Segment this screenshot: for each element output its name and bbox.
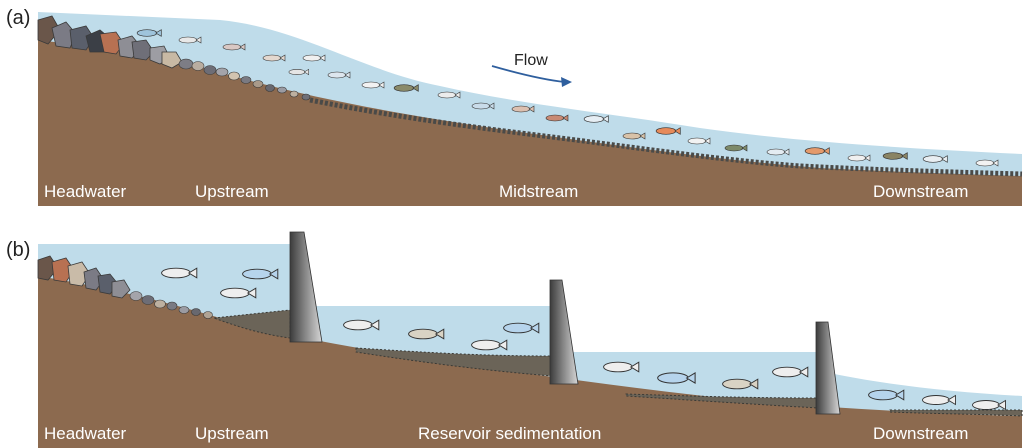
- zone-label-downstream: Downstream: [873, 424, 968, 443]
- fish: [136, 29, 162, 37]
- fish: [288, 68, 309, 76]
- zone-label-midstream: Midstream: [499, 182, 578, 201]
- fish: [655, 127, 681, 135]
- fish: [393, 84, 419, 92]
- sediment-deposit: [889, 409, 1023, 417]
- flow-arrow: [491, 65, 566, 83]
- zone-label-headwater: Headwater: [44, 182, 127, 201]
- fish-school: [161, 267, 1006, 411]
- fish: [343, 319, 380, 331]
- cobbles: [178, 58, 311, 101]
- fish: [437, 91, 461, 99]
- fish: [975, 159, 999, 167]
- fish: [327, 71, 351, 79]
- sediment-deposit: [625, 393, 819, 409]
- fish: [262, 54, 286, 62]
- fish: [724, 144, 748, 152]
- boulders: [37, 255, 131, 299]
- flow-label: Flow: [514, 52, 548, 69]
- dam: [289, 231, 323, 343]
- zone-label-upstream: Upstream: [195, 424, 269, 443]
- fish: [161, 267, 198, 279]
- fish: [922, 155, 948, 163]
- fish: [220, 287, 257, 299]
- panel-a-label: (a): [6, 7, 30, 29]
- fish: [361, 81, 385, 89]
- fish: [972, 399, 1006, 411]
- fish: [766, 148, 790, 156]
- fish: [471, 102, 495, 110]
- fish: [222, 43, 246, 51]
- fish: [657, 371, 696, 385]
- fish: [622, 132, 646, 140]
- fish: [603, 361, 640, 373]
- fish: [583, 115, 609, 123]
- fish: [242, 268, 279, 280]
- fish: [471, 339, 508, 351]
- fish: [722, 378, 759, 390]
- cobbles: [129, 291, 213, 319]
- fish: [804, 147, 830, 155]
- zone-label-headwater: Headwater: [44, 424, 127, 443]
- panel-b-label: (b): [6, 239, 30, 261]
- fish: [847, 154, 871, 162]
- dam: [815, 321, 841, 415]
- fish: [178, 36, 202, 44]
- fish: [302, 54, 326, 62]
- fish: [868, 389, 905, 401]
- zone-label-downstream: Downstream: [873, 182, 968, 201]
- fish: [511, 105, 535, 113]
- zone-label-upstream: Upstream: [195, 182, 269, 201]
- fish: [408, 328, 445, 340]
- zone-label-reservoir-sedimentation: Reservoir sedimentation: [418, 424, 601, 443]
- boulders: [37, 15, 183, 69]
- flow-arrowhead: [561, 77, 572, 87]
- gravel-band: [309, 97, 1023, 177]
- fish: [503, 322, 540, 334]
- fish: [545, 114, 569, 122]
- panel-a: (a): [6, 7, 1023, 206]
- river-water: [825, 372, 1022, 420]
- fish: [687, 137, 711, 145]
- fish-school: [136, 29, 999, 167]
- fish: [922, 394, 956, 406]
- fish: [772, 366, 809, 378]
- fish: [882, 152, 908, 160]
- panel-b: (b): [6, 231, 1023, 448]
- dam: [549, 279, 579, 385]
